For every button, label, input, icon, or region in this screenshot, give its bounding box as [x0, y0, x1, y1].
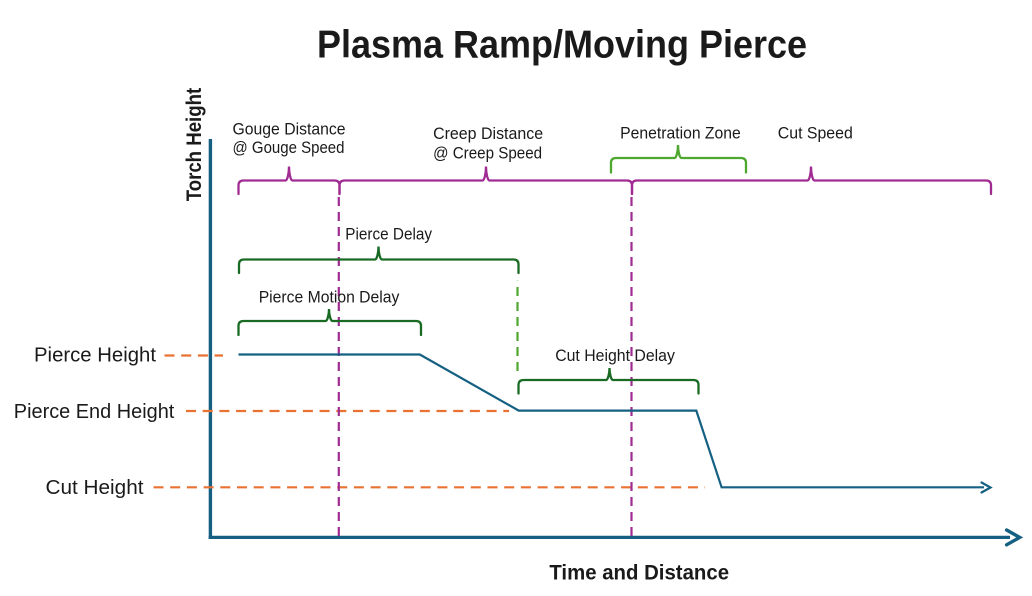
svg-text:Penetration Zone: Penetration Zone [620, 124, 741, 143]
svg-text:Pierce Delay: Pierce Delay [345, 225, 432, 244]
svg-text:Creep Distance: Creep Distance [433, 124, 543, 143]
svg-text:Time and Distance: Time and Distance [549, 561, 729, 584]
svg-text:Cut Height: Cut Height [46, 477, 144, 499]
svg-text:@ Creep Speed: @ Creep Speed [433, 144, 542, 163]
svg-text:Pierce End Height: Pierce End Height [14, 401, 175, 423]
svg-text:Pierce Height: Pierce Height [34, 345, 156, 367]
svg-text:Torch Height: Torch Height [182, 88, 206, 202]
svg-text:Cut Height Delay: Cut Height Delay [555, 346, 675, 365]
svg-text:Cut Speed: Cut Speed [778, 124, 853, 143]
svg-text:@ Gouge Speed: @ Gouge Speed [233, 138, 345, 157]
svg-text:Gouge Distance: Gouge Distance [233, 119, 346, 138]
svg-text:Pierce Motion Delay: Pierce Motion Delay [259, 287, 400, 306]
svg-text:Plasma Ramp/Moving Pierce: Plasma Ramp/Moving Pierce [317, 23, 807, 66]
